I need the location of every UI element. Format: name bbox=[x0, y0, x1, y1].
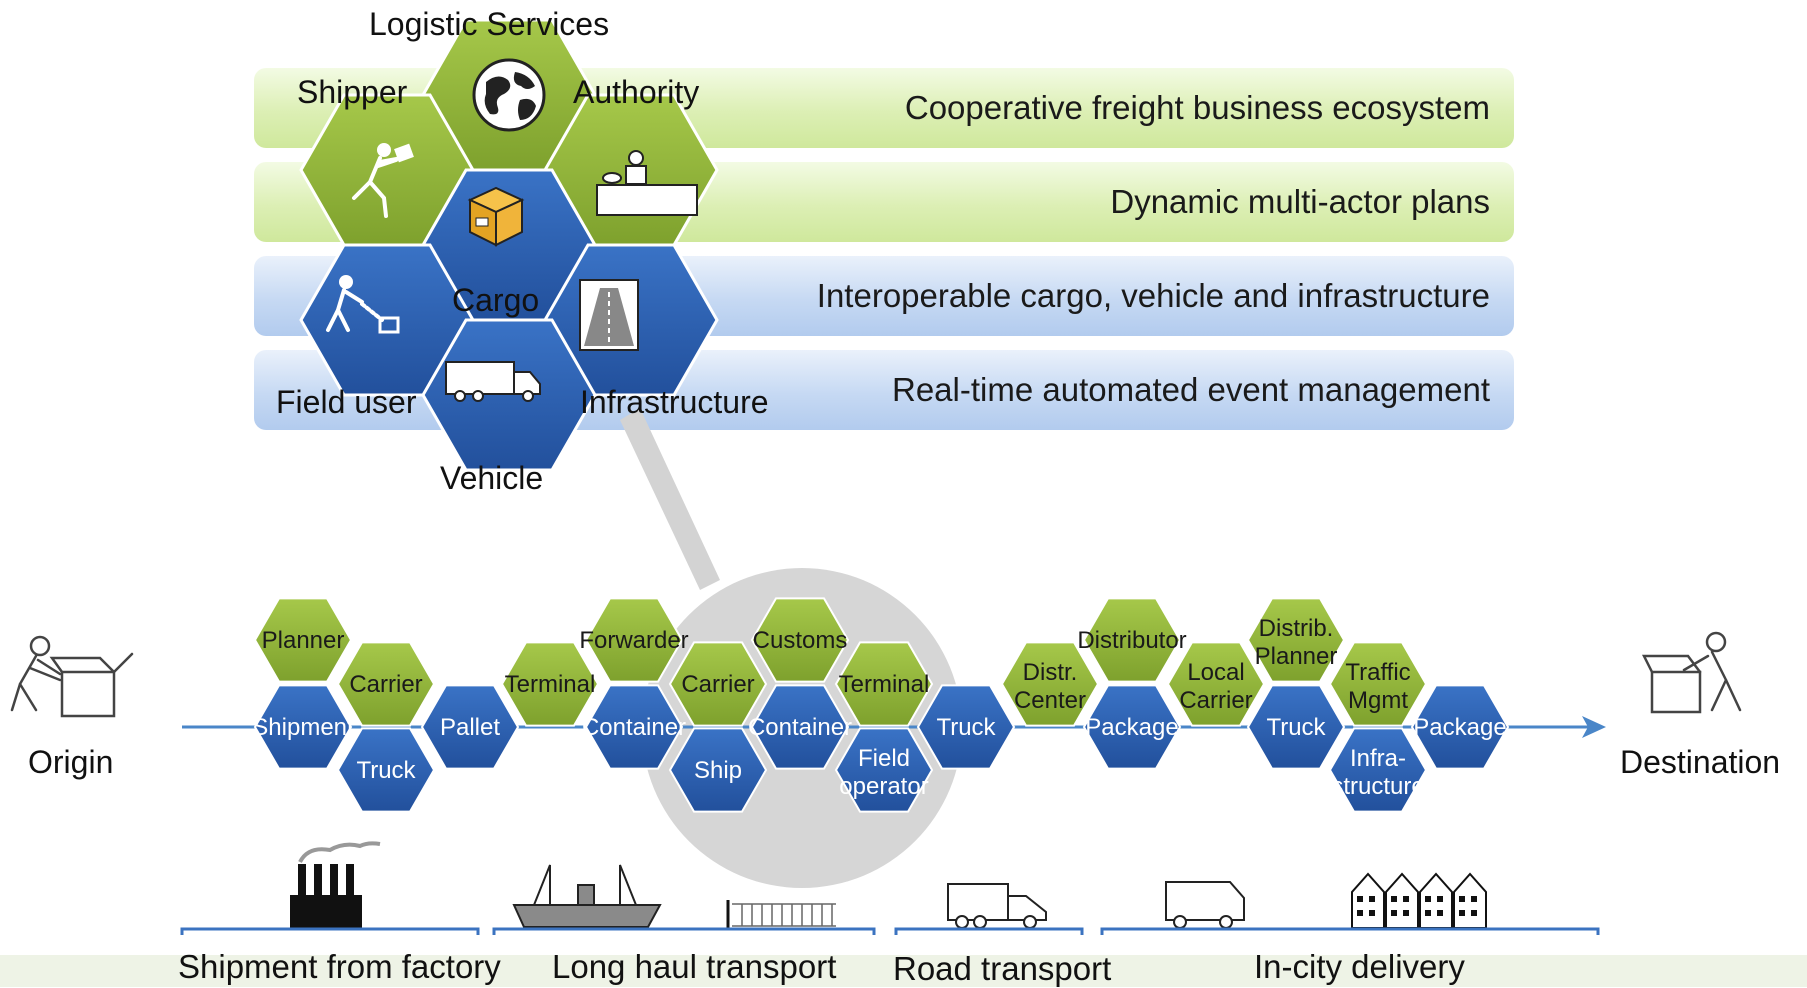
green-hex-distrib-planner bbox=[1246, 597, 1346, 683]
blue-hex-label-container: Container bbox=[748, 714, 852, 741]
truck-icon bbox=[947, 883, 1047, 929]
blue-hex-label-infra-structure: Infra-structure bbox=[1331, 745, 1424, 800]
destination-person-icon bbox=[1641, 631, 1742, 714]
blue-hex-container bbox=[750, 684, 850, 770]
bracket-road bbox=[894, 927, 1084, 935]
layer-event-mgmt-label: Real-time automated event management bbox=[892, 371, 1490, 408]
road-icon bbox=[579, 279, 639, 351]
stage-in-city-label: In-city delivery bbox=[1254, 948, 1465, 985]
vehicle-label: Vehicle bbox=[440, 460, 544, 496]
stage-road-label: Road transport bbox=[893, 950, 1112, 987]
blue-hex-infra-structure bbox=[1328, 727, 1428, 813]
factory-icon bbox=[290, 841, 381, 929]
green-hex-label-carrier: Carrier bbox=[681, 671, 754, 698]
logistic-services-label: Logistic Services bbox=[369, 6, 610, 42]
green-hex-forwarder bbox=[584, 597, 684, 683]
chain-arrow-head bbox=[1582, 716, 1606, 738]
layer-ecosystem-label: Cooperative freight business ecosystem bbox=[904, 89, 1490, 126]
layer-plans-label: Dynamic multi-actor plans bbox=[1110, 183, 1490, 220]
origin-label: Origin bbox=[28, 744, 114, 780]
vehicle-truck-icon bbox=[445, 361, 541, 402]
zoom-connector bbox=[620, 408, 720, 590]
bracket-factory bbox=[180, 927, 480, 935]
buildings-icon bbox=[1351, 872, 1487, 929]
blue-hex-label-ship: Ship bbox=[694, 757, 742, 784]
green-hex-label-distributor: Distributor bbox=[1077, 627, 1186, 654]
blue-hex-shipment bbox=[253, 684, 353, 770]
stage-long-haul-label: Long haul transport bbox=[552, 948, 837, 985]
blue-hex-package bbox=[1410, 684, 1510, 770]
blue-hex-label-package: Package bbox=[1085, 714, 1178, 741]
origin-person-icon bbox=[10, 635, 134, 718]
green-hex-distributor bbox=[1082, 597, 1182, 683]
blue-hex-label-truck: Truck bbox=[936, 714, 996, 741]
blue-hex-truck bbox=[336, 727, 436, 813]
blue-hex-ship bbox=[668, 727, 768, 813]
ship-icon bbox=[512, 864, 662, 928]
infrastructure-label: Infrastructure bbox=[580, 384, 769, 420]
green-hex-customs bbox=[750, 597, 850, 683]
green-hex-label-distr-center: Distr.Center bbox=[1014, 659, 1086, 714]
blue-hex-label-shipment: Shipment bbox=[252, 714, 354, 741]
blue-hex-label-package: Package bbox=[1413, 714, 1506, 741]
blue-hex-truck bbox=[916, 684, 1016, 770]
blue-hex-pallet bbox=[420, 684, 520, 770]
blue-hex-label-truck: Truck bbox=[356, 757, 416, 784]
cargo-label: Cargo bbox=[452, 282, 540, 318]
shipper-icon bbox=[352, 143, 414, 218]
container-terminal-icon bbox=[726, 900, 836, 928]
green-hex-local-carrier bbox=[1166, 641, 1266, 727]
bracket-long-haul bbox=[492, 927, 876, 935]
green-hex-label-terminal: Terminal bbox=[839, 671, 930, 698]
green-hex-carrier bbox=[336, 641, 436, 727]
stage-factory-label: Shipment from factory bbox=[178, 948, 501, 985]
field-user-icon bbox=[326, 275, 400, 334]
van-icon bbox=[1165, 881, 1245, 929]
green-hex-carrier bbox=[668, 641, 768, 727]
blue-hex-truck bbox=[1246, 684, 1346, 770]
blue-hex-package bbox=[1082, 684, 1182, 770]
green-hex-label-planner: Planner bbox=[262, 627, 345, 654]
blue-hex-label-pallet: Pallet bbox=[440, 714, 500, 741]
bracket-in-city bbox=[1100, 927, 1600, 935]
layer-interoperable-label: Interoperable cargo, vehicle and infrast… bbox=[816, 277, 1490, 314]
blue-hex-field-operator bbox=[834, 727, 934, 813]
green-hex-traffic-mgmt bbox=[1328, 641, 1428, 727]
cargo-box-icon bbox=[467, 186, 525, 247]
green-hex-label-forwarder: Forwarder bbox=[579, 627, 688, 654]
blue-hex-label-container: Container bbox=[582, 714, 686, 741]
green-hex-planner bbox=[253, 597, 353, 683]
field-user-label: Field user bbox=[276, 384, 417, 420]
authority-label: Authority bbox=[573, 74, 700, 110]
blue-hex-container bbox=[584, 684, 684, 770]
green-hex-label-carrier: Carrier bbox=[349, 671, 422, 698]
green-hex-terminal bbox=[500, 641, 600, 727]
authority-icon bbox=[596, 150, 698, 216]
shipper-label: Shipper bbox=[297, 74, 408, 110]
destination-label: Destination bbox=[1620, 744, 1781, 780]
green-hex-label-distrib-planner: Distrib.Planner bbox=[1255, 615, 1338, 670]
blue-hex-label-truck: Truck bbox=[1266, 714, 1326, 741]
green-hex-terminal bbox=[834, 641, 934, 727]
green-hex-label-customs: Customs bbox=[753, 627, 848, 654]
green-hex-label-terminal: Terminal bbox=[505, 671, 596, 698]
green-hex-distr-center bbox=[1000, 641, 1100, 727]
globe-icon bbox=[472, 58, 546, 132]
